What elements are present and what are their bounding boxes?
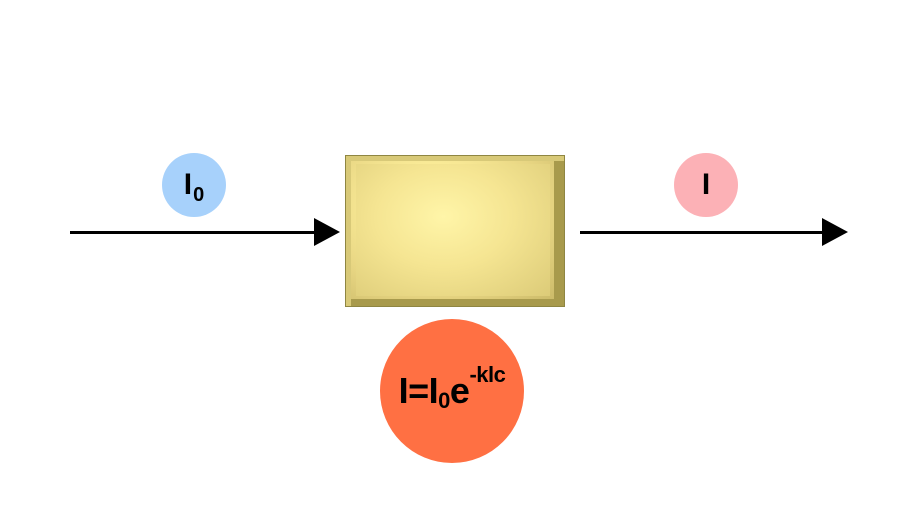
- formula-exponent: -klc: [469, 362, 506, 387]
- formula-base: e: [449, 370, 470, 411]
- sample-box: [345, 155, 565, 307]
- outgoing-arrow-head: [822, 218, 848, 246]
- formula-lhs: I=I: [398, 370, 439, 411]
- output-intensity-symbol: I: [701, 168, 711, 201]
- input-intensity-symbol: I: [183, 168, 193, 201]
- formula-subscript: 0: [438, 388, 450, 413]
- sample-box-face: [356, 164, 550, 296]
- incoming-arrow-head: [314, 218, 340, 246]
- outgoing-arrow-line: [580, 231, 824, 234]
- input-intensity-subscript: 0: [193, 183, 205, 206]
- output-intensity-label: I: [674, 153, 738, 217]
- incoming-arrow-line: [70, 231, 316, 234]
